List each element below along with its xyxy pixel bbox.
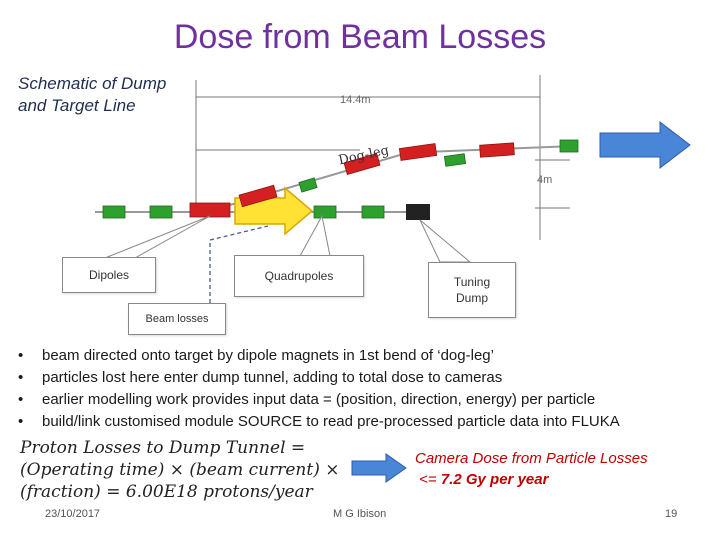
schematic-label: Schematic of Dump and Target Line bbox=[18, 74, 167, 115]
dipole bbox=[398, 143, 438, 161]
formula-line: (fraction) = 6.00E18 protons/year bbox=[20, 482, 313, 502]
dimension-top-label: 14.4m bbox=[340, 94, 371, 106]
beam-direction-arrow bbox=[599, 120, 691, 170]
proton-losses-formula: Proton Losses to Dump Tunnel = (Operatin… bbox=[20, 437, 340, 503]
tuning-dump-callout-label: Tuning Dump bbox=[453, 275, 491, 305]
result-arrow-icon bbox=[351, 453, 407, 483]
quadrupole bbox=[559, 139, 579, 153]
schematic-diagram: 14.4m 4m Dog-leg bbox=[95, 75, 691, 303]
quadrupoles-callout: Quadrupoles bbox=[234, 255, 364, 297]
bullet-item: build/link customised module SOURCE to r… bbox=[18, 411, 620, 433]
quadrupole bbox=[102, 205, 126, 219]
dimension-side-label: 4m bbox=[537, 174, 552, 186]
camera-dose-line2: <= 7.2 Gy per year bbox=[415, 469, 648, 490]
dimension-lines bbox=[195, 75, 570, 240]
slide-title: Dose from Beam Losses bbox=[173, 18, 547, 56]
camera-dose-text: Camera Dose from Particle Losses <= 7.2 … bbox=[415, 448, 648, 490]
formula-line: (Operating time) × (beam current) × bbox=[20, 460, 340, 480]
dipoles-callout: Dipoles bbox=[62, 257, 156, 293]
dipole bbox=[189, 202, 231, 218]
camera-dose-prefix: <= bbox=[419, 471, 441, 488]
formula-line: Proton Losses to Dump Tunnel = bbox=[20, 438, 306, 458]
quadrupole bbox=[298, 177, 318, 193]
dipoles-callout-label: Dipoles bbox=[88, 268, 130, 282]
camera-dose-line1: Camera Dose from Particle Losses bbox=[415, 450, 648, 467]
footer-page-number: 19 bbox=[665, 508, 678, 520]
bullet-item: particles lost here enter dump tunnel, a… bbox=[18, 367, 620, 389]
footer-date: 23/10/2017 bbox=[45, 508, 101, 520]
tuning-dump-callout: Tuning Dump bbox=[428, 262, 516, 318]
camera-dose-value: 7.2 Gy per year bbox=[440, 471, 549, 488]
quadrupole bbox=[443, 153, 467, 167]
quadrupole bbox=[313, 205, 337, 219]
bullet-item: earlier modelling work provides input da… bbox=[18, 389, 620, 411]
bullet-item: beam directed onto target by dipole magn… bbox=[18, 345, 620, 367]
beam-losses-callout-label: Beam losses bbox=[145, 313, 209, 325]
dipole bbox=[238, 184, 278, 208]
beam-losses-callout: Beam losses bbox=[128, 303, 226, 335]
quadrupole bbox=[149, 205, 173, 219]
dipole-magnets bbox=[189, 142, 515, 218]
quadrupole-magnets bbox=[102, 139, 579, 219]
beam-losses-connector bbox=[209, 225, 269, 303]
dipole bbox=[343, 153, 381, 175]
dipole bbox=[479, 142, 515, 158]
quadrupoles-pointer bbox=[299, 214, 331, 257]
bullet-list: beam directed onto target by dipole magn… bbox=[18, 345, 620, 433]
tuning-dump-block bbox=[406, 204, 430, 220]
tuning-dump-pointer bbox=[419, 219, 472, 263]
quadrupoles-callout-label: Quadrupoles bbox=[264, 269, 334, 283]
footer-author: M G Ibison bbox=[333, 508, 387, 520]
dipoles-pointer bbox=[104, 215, 211, 259]
quadrupole bbox=[361, 205, 385, 219]
